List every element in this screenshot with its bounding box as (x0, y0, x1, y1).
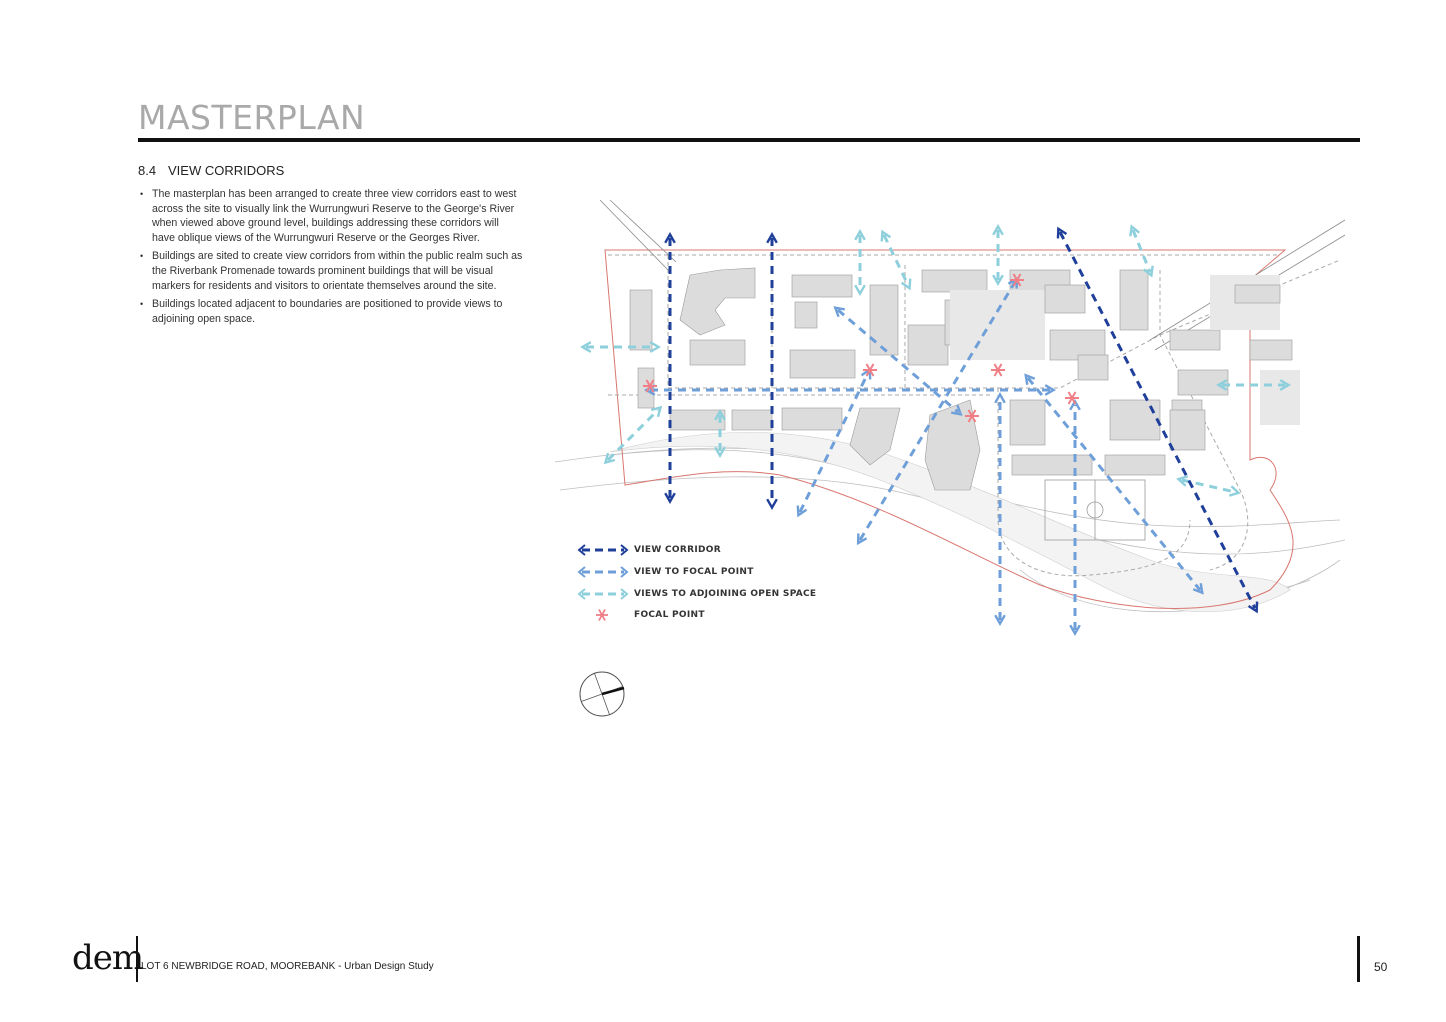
focal-view-arrow-icon (577, 566, 629, 578)
focal-point-icon (596, 609, 608, 621)
legend-view-corridor: VIEW CORRIDOR (576, 542, 806, 560)
focal-point-marker (991, 363, 1005, 377)
title-rule (138, 138, 1360, 142)
focal-point-marker (643, 379, 657, 393)
legend-focal-point: FOCAL POINT (576, 607, 806, 625)
focal-point-marker (1010, 273, 1024, 287)
page-title: MASTERPLAN (138, 98, 366, 137)
footer-divider (136, 936, 138, 982)
legend-view-open-space: VIEWS TO ADJOINING OPEN SPACE (576, 586, 816, 604)
page-number-bar (1357, 936, 1360, 982)
bullet-item: Buildings are sited to create view corri… (138, 249, 523, 293)
footer-project: LOT 6 NEWBRIDGE ROAD, MOOREBANK - Urban … (141, 961, 434, 972)
bullet-item: Buildings located adjacent to boundaries… (138, 297, 523, 326)
focal-point-marker (965, 409, 979, 423)
legend-label: VIEWS TO ADJOINING OPEN SPACE (634, 589, 817, 599)
bullet-item: The masterplan has been arranged to crea… (138, 187, 523, 245)
section-number: 8.4 (138, 163, 157, 178)
section-heading: 8.4 VIEW CORRIDORS (138, 163, 284, 178)
bullet-list: The masterplan has been arranged to crea… (138, 187, 523, 330)
north-arrow-icon (579, 671, 625, 717)
legend-label: VIEW CORRIDOR (634, 545, 721, 555)
open-space-arrow-icon (577, 588, 629, 600)
view-corridor-arrow-icon (577, 544, 629, 556)
focal-point-marker (1065, 391, 1079, 405)
dem-logo: dem (72, 938, 144, 978)
page-number: 50 (1374, 960, 1388, 974)
legend-label: VIEW TO FOCAL POINT (634, 567, 754, 577)
focal-point-marker (863, 363, 877, 377)
legend-label: FOCAL POINT (634, 610, 705, 620)
view-corridors (664, 226, 1259, 614)
legend-view-focal: VIEW TO FOCAL POINT (576, 564, 806, 582)
buildings (629, 267, 1300, 491)
focal-points (643, 273, 1079, 423)
section-title: VIEW CORRIDORS (168, 163, 285, 178)
masterplan-map (554, 199, 1346, 637)
